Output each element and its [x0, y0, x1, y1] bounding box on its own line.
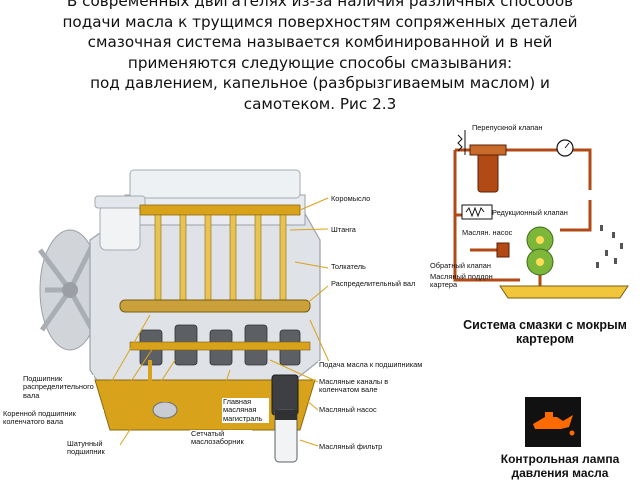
label-main-bearing: Коренной подшипник коленчатого вала — [2, 409, 104, 427]
label-rocker: Коромысло — [330, 194, 372, 204]
oil-pressure-lamp — [525, 397, 581, 447]
wet-sump — [499, 285, 629, 299]
label-rod-bearing: Шатунный подшипник — [66, 439, 120, 457]
label-bearing-feed: Подача масла к подшипникам — [318, 360, 424, 370]
check-valve — [496, 242, 510, 258]
label-oil-filter: Масляный фильтр — [318, 442, 384, 452]
label-pump: Маслян. насос — [462, 228, 513, 237]
heading-line: под давлением, капельное (разбрызгиваемы… — [90, 74, 550, 92]
label-bypass-valve: Перепускной клапан — [472, 123, 543, 132]
label-cam-bearing: Подшипник распределительного вала — [22, 374, 94, 400]
pressure-gauge — [556, 139, 574, 157]
oil-pump-filter — [271, 374, 299, 463]
label-oil-pump: Масляный насос — [318, 405, 378, 415]
heading-line: применяются следующие способы смазывания… — [127, 53, 513, 72]
label-pushrod: Штанга — [330, 225, 357, 235]
reducing-valve — [461, 204, 493, 220]
label-tappet: Толкатель — [330, 262, 367, 272]
heading-text: В современных двигателях из-за наличия р… — [0, 0, 640, 114]
heading-line: подачи масла к трущимся поверхностям соп… — [62, 12, 578, 31]
label-camshaft: Распределительный вал — [330, 279, 420, 289]
label-main-gallery: Главная масляная магистраль — [222, 397, 269, 423]
lamp-caption: Контрольная лампа давления масла — [500, 452, 620, 480]
oil-pump-gears — [526, 226, 554, 276]
heading-line: самотеком. Рис 2.3 — [243, 94, 397, 113]
bypass-valve — [457, 130, 507, 193]
heading-line: В современных двигателях из-за наличия р… — [66, 0, 574, 10]
label-strainer: Сетчатый маслозаборник — [190, 429, 252, 447]
oil-can-icon — [533, 412, 575, 436]
label-reducing-valve: Редукционный клапан — [492, 208, 568, 217]
heading-line: смазочная система называется комбинирова… — [87, 33, 553, 51]
fan-illustration — [38, 229, 101, 351]
label-sump: Масляный поддон картера — [430, 272, 493, 290]
label-check-valve: Обратный клапан — [430, 261, 491, 270]
schematic-caption: Система смазки с мокрым картером — [463, 318, 627, 346]
label-crank-channels: Масляные каналы в коленчатом вале — [318, 377, 400, 395]
oil-droplets — [596, 225, 623, 268]
